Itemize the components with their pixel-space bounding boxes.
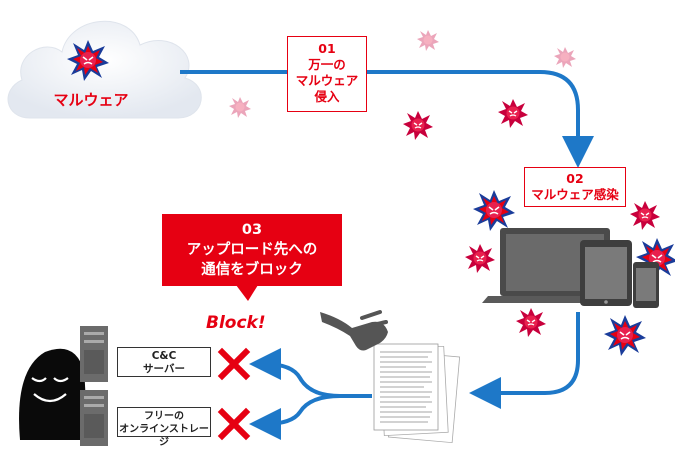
step1-line3: 侵入	[314, 89, 340, 104]
cc-server-line2: サーバー	[143, 363, 185, 375]
step1-line1: 万一の	[308, 57, 346, 72]
step3-line2: 通信をブロック	[201, 262, 303, 278]
hacker-icon	[19, 348, 86, 440]
virus-icon	[472, 189, 516, 232]
faded-virus-icon	[554, 47, 576, 68]
step1-line2: マルウェア	[295, 73, 359, 88]
cc-server-line1: C&C	[151, 350, 177, 362]
faded-virus-icon	[417, 30, 439, 51]
hand-icon	[320, 310, 388, 351]
data-flow-arrow	[469, 312, 580, 409]
infection-flow-arrow	[180, 70, 594, 168]
documents-icon	[373, 343, 461, 444]
block-label: Block!	[206, 313, 266, 333]
virus-icon	[497, 98, 529, 129]
step2-number: 02	[566, 171, 584, 186]
step1-box: 01 万一の マルウェア 侵入	[287, 36, 367, 112]
tablet-icon	[580, 240, 632, 306]
step3-line1: アップロード先への	[186, 242, 318, 258]
step3-number: 03	[241, 222, 263, 238]
server-icon	[80, 326, 108, 382]
virus-icon	[603, 314, 647, 357]
block-x-icon	[217, 347, 251, 381]
server-icon	[80, 390, 108, 446]
smartphone-icon	[633, 262, 659, 308]
virus-icon	[629, 200, 661, 231]
upload-arrow-storage	[249, 394, 341, 440]
cc-server-label: C&C サーバー	[117, 347, 211, 377]
step3-callout: 03 アップロード先への 通信をブロック	[162, 214, 342, 286]
online-storage-line1: フリーの	[144, 411, 184, 422]
virus-icon	[515, 307, 547, 338]
block-x-icon	[217, 407, 251, 441]
step1-number: 01	[318, 41, 336, 56]
step2-text: マルウェア感染	[531, 187, 619, 202]
faded-virus-icon	[229, 97, 251, 118]
virus-icon	[402, 110, 434, 141]
online-storage-label: フリーの オンラインストレージ	[117, 407, 211, 448]
cloud-label: マルウェア	[53, 91, 129, 109]
online-storage-line2: オンラインストレージ	[119, 424, 209, 448]
upload-arrow-cc	[249, 348, 372, 398]
step3-callout-tail	[236, 285, 258, 301]
virus-icon	[464, 243, 496, 274]
step2-box: 02 マルウェア感染	[524, 167, 626, 207]
malware-cloud	[7, 21, 202, 119]
